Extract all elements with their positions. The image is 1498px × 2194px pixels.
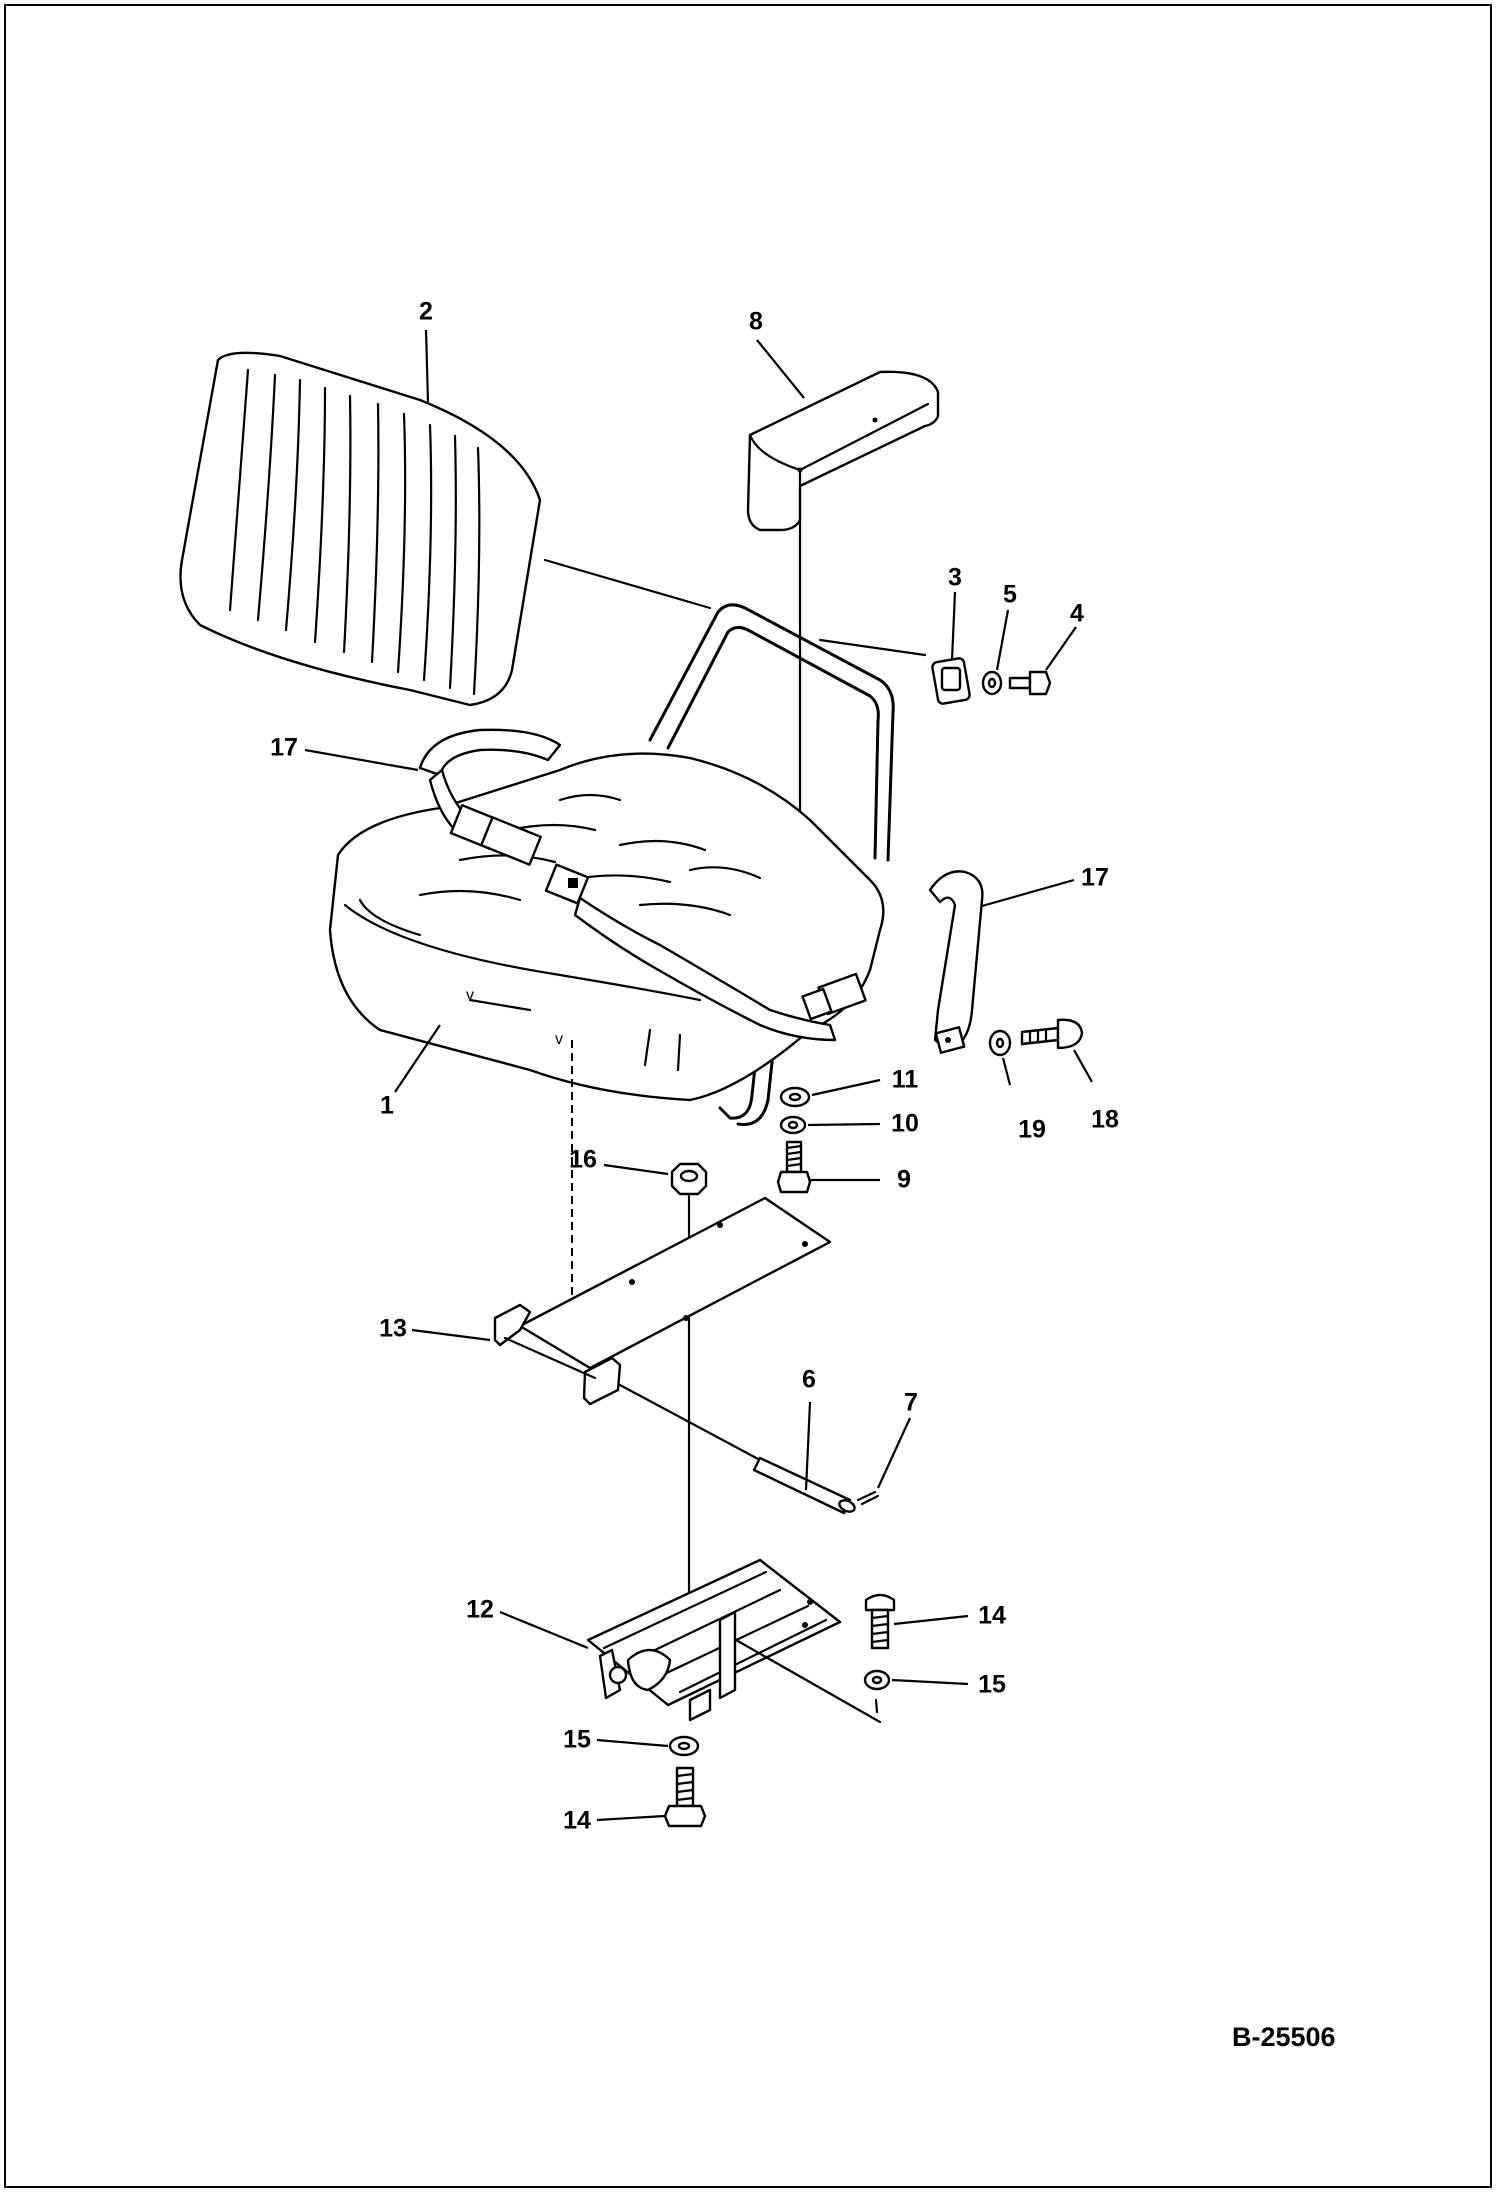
slide-rail-12	[586, 1558, 842, 1722]
washer-15-bottom	[668, 1735, 700, 1757]
bracket-13	[493, 1196, 832, 1406]
callout-1: 1	[380, 1091, 394, 1120]
svg-text:v: v	[555, 1031, 563, 1048]
bolt-4	[1008, 670, 1052, 696]
washer-19	[988, 1029, 1012, 1057]
seat-frame	[648, 603, 895, 1126]
callout-13: 13	[379, 1314, 407, 1343]
bolt-9	[776, 1140, 812, 1194]
svg-text:v: v	[466, 987, 474, 1004]
callout-18: 18	[1091, 1105, 1119, 1134]
drawing-frame	[4, 4, 1492, 2188]
pin-7	[856, 1490, 880, 1506]
rod-6	[752, 1456, 856, 1515]
washer-11	[779, 1086, 811, 1108]
callout-19: 19	[1018, 1115, 1046, 1144]
callout-15-right: 15	[978, 1670, 1006, 1699]
armrest	[746, 370, 940, 532]
callout-17-right: 17	[1081, 863, 1109, 892]
drawing-number: B-25506	[1232, 2022, 1336, 2052]
bolt-14-right	[864, 1593, 896, 1650]
callout-5: 5	[1003, 580, 1017, 609]
callout-12: 12	[466, 1595, 494, 1624]
seat-belt-right	[801, 870, 984, 1054]
washer-5	[981, 670, 1003, 696]
callout-14-bottom: 14	[563, 1806, 591, 1835]
callout-11: 11	[891, 1065, 919, 1094]
callout-9: 9	[897, 1165, 911, 1194]
callout-2: 2	[419, 297, 433, 326]
callout-8: 8	[749, 307, 763, 336]
callout-3: 3	[948, 563, 962, 592]
callout-10: 10	[891, 1109, 919, 1138]
washer-10	[779, 1115, 807, 1135]
bracket-3	[931, 657, 971, 705]
backrest	[179, 351, 542, 707]
nut-16	[670, 1162, 708, 1196]
leader-lines	[304, 329, 1093, 1822]
callout-4: 4	[1070, 599, 1084, 628]
callout-15-bottom: 15	[563, 1725, 591, 1754]
callout-6: 6	[802, 1365, 816, 1394]
seat-belt-left	[418, 728, 837, 1042]
callout-17-left: 17	[270, 733, 298, 762]
callout-16: 16	[569, 1145, 597, 1174]
washer-15-right	[863, 1669, 891, 1691]
bolt-18	[1020, 1018, 1084, 1050]
bolt-14-bottom	[663, 1766, 707, 1828]
callout-14-right: 14	[978, 1601, 1006, 1630]
callout-7: 7	[904, 1388, 918, 1417]
